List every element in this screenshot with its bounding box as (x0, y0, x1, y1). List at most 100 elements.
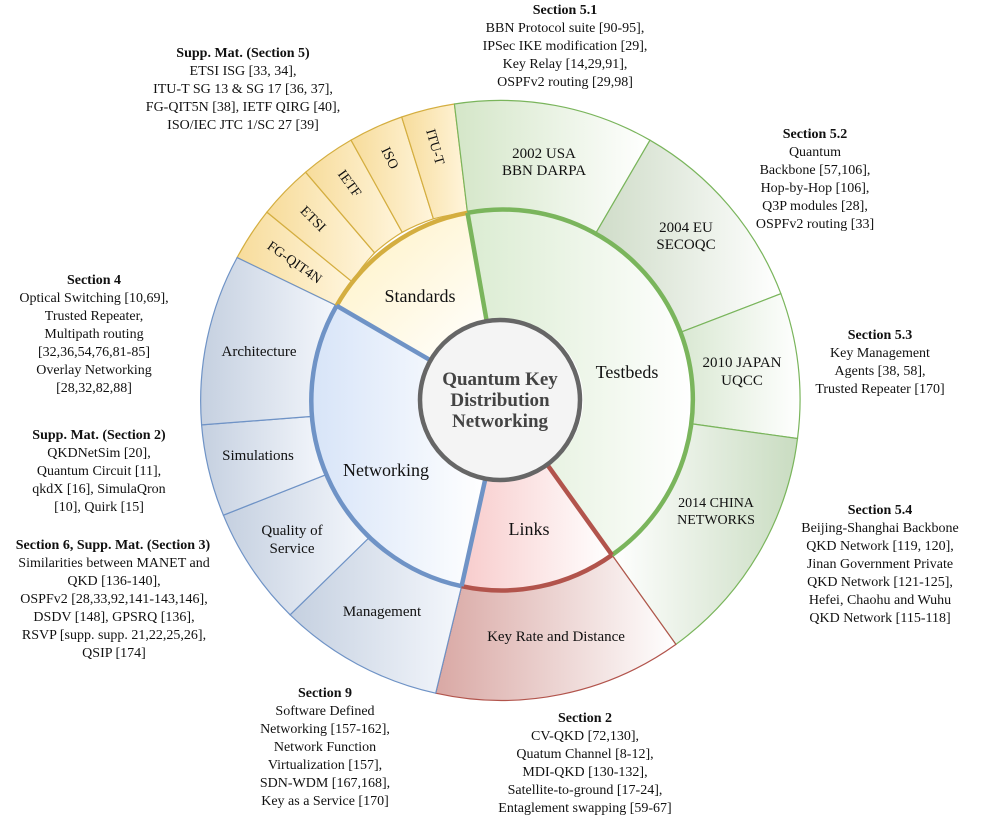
annotation-line: Similarities between MANET and (18, 556, 209, 571)
arc-links (461, 553, 614, 593)
annotation-line: QKD Network [115-118] (809, 611, 950, 626)
testbeds-segment-labels: 2002 USA BBN DARPA 2004 EU SECOQC 2010 J… (502, 146, 782, 528)
annotation-line: Satellite-to-ground [17-24], (508, 783, 663, 798)
annotation-line: ISO/IEC JTC 1/SC 27 [39] (167, 118, 319, 133)
annotation-line: [32,36,54,76,81-85] (38, 345, 150, 360)
segment-label-2010-japan-line-1: 2010 JAPAN (702, 355, 781, 371)
annotation-heading: Section 4 (67, 273, 121, 288)
links-segment-labels: Key Rate and Distance (487, 629, 625, 645)
annotation-line: Key Relay [14,29,91], (503, 57, 628, 72)
annotation-heading: Section 2 (558, 711, 612, 726)
annotation-line: Trusted Repeater, (45, 309, 143, 324)
annotation-line: ITU-T SG 13 & SG 17 [36, 37], (153, 82, 333, 97)
category-dividers (335, 212, 614, 587)
quadrant-networking (311, 305, 486, 587)
quadrant-testbeds (467, 209, 693, 555)
annotation-line: QKD Network [119, 120], (806, 539, 954, 554)
annotation-line: Entaglement swapping [59-67] (498, 801, 671, 816)
segment-label-2014-china-line-2: NETWORKS (677, 513, 755, 528)
arc-standards (334, 210, 468, 307)
quadrant-standards (336, 212, 487, 361)
segment-label-2002-usa-line-2: BBN DARPA (502, 163, 586, 179)
networking-segment-labels: Management Quality of Service Simulation… (222, 344, 422, 620)
annotation-line: OSPFv2 routing [29,98] (497, 75, 633, 90)
segment-label-management: Management (343, 604, 422, 620)
segment-label-architecture: Architecture (222, 344, 297, 360)
annotation-section-9: Section 9 Software Defined Networking [1… (260, 686, 390, 809)
annotation-line: BBN Protocol suite [90-95], (486, 21, 645, 36)
annotation-line: Agents [38, 58], (835, 364, 926, 379)
center-title-line-3: Networking (452, 411, 549, 432)
segment-label-2004-eu-line-2: SECOQC (656, 237, 715, 253)
category-labels: Standards Testbeds Links Networking (343, 286, 658, 539)
annotation-line: OSPFv2 [28,33,92,141-143,146], (20, 592, 207, 607)
annotation-line: [10], Quirk [15] (54, 500, 144, 515)
annotation-line: Beijing-Shanghai Backbone (801, 521, 958, 536)
annotation-line: MDI-QKD [130-132], (522, 765, 647, 780)
annotation-heading: Section 9 (298, 686, 352, 701)
annotation-line: Virtualization [157], (268, 758, 382, 773)
annotation-supp-mat-5: Supp. Mat. (Section 5) ETSI ISG [33, 34]… (146, 46, 340, 133)
segment-label-2002-usa-line-1: 2002 USA (512, 146, 576, 162)
annotation-section-5-2: Section 5.2 Quantum Backbone [57,106], H… (756, 127, 874, 232)
annotation-line: IPSec IKE modification [29], (483, 39, 648, 54)
annotation-section-2: Section 2 CV-QKD [72,130], Quatum Channe… (498, 711, 671, 816)
annotation-line: Hop-by-Hop [106], (761, 181, 870, 196)
annotation-line: ETSI ISG [33, 34], (190, 64, 297, 79)
annotation-line: Quantum (789, 145, 841, 160)
annotation-line: Networking [157-162], (260, 722, 390, 737)
annotation-line: Network Function (274, 740, 376, 755)
divider-links-networking (459, 478, 488, 587)
annotation-line: OSPFv2 routing [33] (756, 217, 874, 232)
center-circle (417, 317, 583, 483)
segment-label-key-rate-distance: Key Rate and Distance (487, 629, 625, 645)
divider-testbeds-links (546, 464, 614, 557)
segment-label-simulations: Simulations (222, 448, 294, 464)
annotation-line: qkdX [16], SimulaQron (32, 482, 165, 497)
annotation-heading: Section 5.3 (848, 328, 913, 343)
category-label-networking: Networking (343, 460, 429, 480)
segment-label-2010-japan-line-2: UQCC (721, 373, 763, 389)
segment-label-2004-eu-line-1: 2004 EU (659, 220, 713, 236)
annotation-line: QSIP [174] (82, 646, 146, 661)
annotation-line: Software Defined (275, 704, 374, 719)
segment-label-quality-of-service-line-1: Quality of (261, 523, 322, 539)
divider-standards-testbeds (465, 212, 489, 322)
annotation-section-5-4: Section 5.4 Beijing-Shanghai Backbone QK… (801, 503, 958, 626)
annotation-line: Backbone [57,106], (760, 163, 871, 178)
annotation-line: [28,32,82,88] (56, 381, 132, 396)
segment-label-2014-china-line-1: 2014 CHINA (678, 496, 755, 511)
annotation-line: CV-QKD [72,130], (531, 729, 639, 744)
center-title-line-2: Distribution (450, 390, 550, 411)
annotation-heading: Supp. Mat. (Section 2) (32, 428, 166, 443)
divider-networking-standards (335, 303, 433, 363)
annotation-line: Trusted Repeater [170] (815, 382, 944, 397)
arc-testbeds (467, 207, 696, 557)
annotation-section-6: Section 6, Supp. Mat. (Section 3) Simila… (16, 538, 211, 661)
annotation-section-5-3: Section 5.3 Key Management Agents [38, 5… (815, 328, 944, 397)
annotation-line: Quantum Circuit [11], (37, 464, 161, 479)
annotation-heading: Section 6, Supp. Mat. (Section 3) (16, 538, 211, 553)
annotation-supp-mat-2: Supp. Mat. (Section 2) QKDNetSim [20], Q… (32, 428, 166, 515)
annotation-heading: Section 5.4 (848, 503, 913, 518)
annotation-line: Key as a Service [170] (261, 794, 389, 809)
annotation-heading: Section 5.1 (533, 3, 598, 18)
annotation-line: QKD [136-140], (67, 574, 160, 589)
category-label-standards: Standards (385, 286, 456, 306)
annotation-line: Hefei, Chaohu and Wuhu (809, 593, 951, 608)
category-label-testbeds: Testbeds (596, 362, 659, 382)
category-label-links: Links (508, 519, 549, 539)
annotation-line: QKD Network [121-125], (807, 575, 953, 590)
arc-networking (309, 304, 463, 589)
annotation-line: Optical Switching [10,69], (19, 291, 168, 306)
annotation-section-4: Section 4 Optical Switching [10,69], Tru… (19, 273, 168, 396)
annotation-line: Key Management (830, 346, 930, 361)
annotation-line: FG-QIT5N [38], IETF QIRG [40], (146, 100, 340, 115)
annotation-line: Overlay Networking (36, 363, 151, 378)
annotation-line: Q3P modules [28], (762, 199, 868, 214)
annotation-line: DSDV [148], GPSRQ [136], (33, 610, 194, 625)
segment-label-quality-of-service-line-2: Service (270, 541, 315, 557)
annotation-heading: Supp. Mat. (Section 5) (176, 46, 310, 61)
annotation-line: Multipath routing (44, 327, 143, 342)
